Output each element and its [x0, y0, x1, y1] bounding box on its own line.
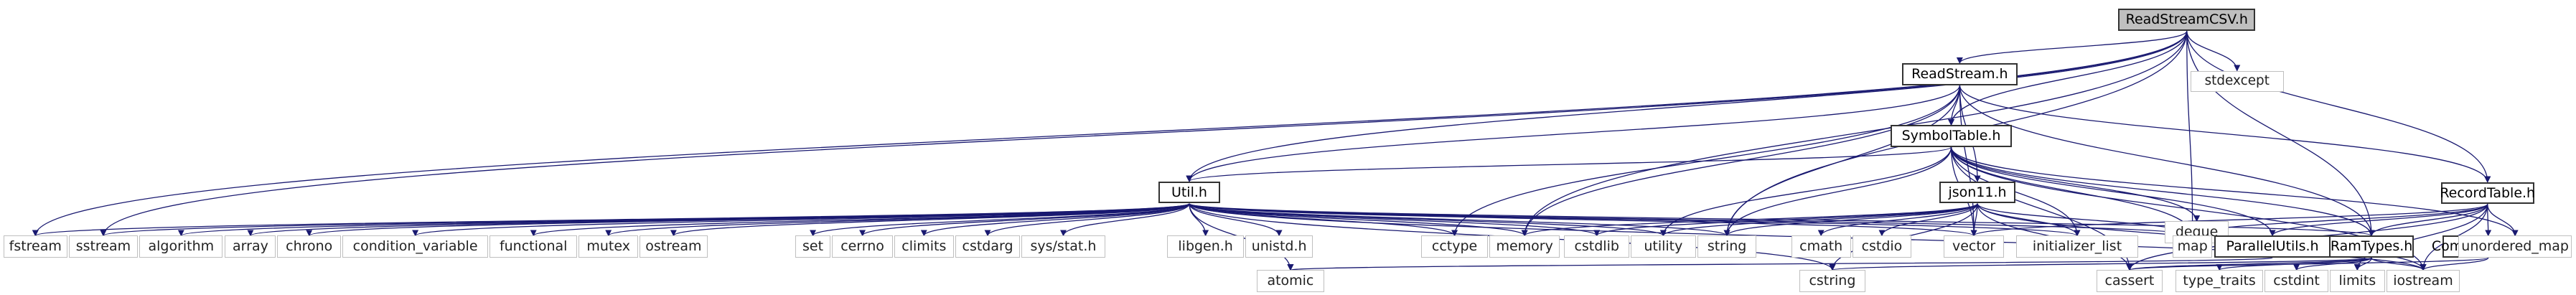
node-utility: utility: [1631, 235, 1696, 258]
node-readstream[interactable]: ReadStream.h: [1901, 63, 2018, 85]
edge-util-to-string: [1189, 202, 1730, 237]
edge-util-to-sysstat: [1060, 203, 1190, 237]
node-map: map: [2173, 235, 2213, 258]
node-json11[interactable]: json11.h: [1939, 181, 2016, 204]
edge-recordtable-to-paralleutils: [2269, 204, 2488, 237]
edge-readstreamcsv-to-memory: [1521, 31, 2188, 237]
edge-readstream-to-ramtypes: [1959, 85, 2375, 237]
edge-json11-to-utility: [1659, 202, 1978, 237]
node-cstdlib: cstdlib: [1564, 235, 1630, 258]
node-cerrno: cerrno: [832, 235, 893, 258]
node-cmath: cmath: [1791, 235, 1851, 258]
edge-readstreamcsv-to-symboltable: [1948, 31, 2188, 126]
edge-symboltable-to-unordered_map: [1950, 146, 2519, 237]
node-vector: vector: [1943, 235, 2005, 258]
edge-ramtypes-to-limits: [2353, 257, 2372, 271]
edge-readstreamcsv-to-recordtable: [2186, 31, 2491, 183]
node-paralleutils[interactable]: ParallelUtils.h: [2214, 235, 2331, 258]
edge-readstreamcsv-to-sstream: [100, 31, 2188, 237]
node-climits: climits: [894, 235, 954, 258]
node-cstdarg: cstdarg: [955, 235, 1021, 258]
edge-readstream-to-recordtable: [1959, 85, 2491, 183]
node-ramtypes[interactable]: RamTypes.h: [2328, 235, 2415, 258]
edge-compiledtuple-to-iostream: [2420, 257, 2489, 271]
node-stdexcept: stdexcept: [2190, 70, 2284, 93]
node-functional: functional: [490, 235, 578, 258]
edge-json11-to-vector: [1970, 203, 1978, 237]
node-libgen: libgen.h: [1167, 235, 1244, 258]
edge-readstreamcsv-to-readstream: [1956, 30, 2188, 65]
node-type-traits: type_traits: [2175, 270, 2264, 292]
edge-util-to-cstdarg: [984, 203, 1190, 237]
edge-recordtable-to-unordered_map: [2487, 204, 2519, 237]
node-sysstat: sys/stat.h: [1021, 235, 1105, 258]
node-set: set: [795, 235, 831, 258]
edge-util-to-ostream: [670, 202, 1190, 237]
edge-ramtypes-to-cstring: [1830, 257, 2372, 271]
edge-recordtable-to-vector: [1970, 203, 2488, 237]
node-sstream: sstream: [68, 235, 139, 258]
edge-util-to-condition_variable: [412, 202, 1190, 237]
edge-readstream-to-cctype: [1451, 85, 1961, 237]
edge-readstreamcsv-to-fstream: [32, 31, 2188, 237]
edge-paralleutils-to-atomic: [1288, 257, 2273, 271]
edge-readstreamcsv-to-map: [2186, 31, 2196, 237]
edge-json11-to-cstdio: [1878, 203, 1978, 237]
node-cstdint: cstdint: [2264, 270, 2328, 292]
edge-json11-to-cstdlib: [1593, 202, 1978, 237]
node-fstream: fstream: [3, 235, 67, 258]
node-chrono: chrono: [277, 235, 342, 258]
node-cctype: cctype: [1421, 235, 1488, 258]
edge-util-to-cerrno: [859, 202, 1190, 237]
node-atomic: atomic: [1256, 270, 1325, 292]
edge-readstream-to-string: [1723, 85, 1961, 237]
node-condition-variable: condition_variable: [342, 235, 489, 258]
edge-readstream-to-util: [1186, 85, 1961, 182]
node-iostream: iostream: [2386, 270, 2460, 292]
node-readstreamcsv: ReadStreamCSV.h: [2118, 9, 2256, 32]
edge-util-to-algorithm: [178, 202, 1190, 237]
node-limits: limits: [2329, 270, 2385, 292]
edge-readstreamcsv-to-ramtypes: [2186, 31, 2375, 237]
edge-json11-to-memory: [1521, 202, 1978, 237]
node-symboltable[interactable]: SymbolTable.h: [1890, 125, 2013, 147]
edge-json11-to-cmath: [1817, 203, 1978, 237]
node-string: string: [1697, 235, 1757, 258]
edge-compiledtuple-to-cassert: [2126, 257, 2489, 271]
edge-util-to-fstream: [32, 202, 1190, 237]
node-util[interactable]: Util.h: [1158, 181, 1221, 204]
node-cstring: cstring: [1799, 270, 1866, 292]
edge-json11-to-string: [1723, 202, 1978, 237]
node-memory: memory: [1489, 235, 1560, 258]
node-mutex: mutex: [579, 235, 639, 258]
node-cstdio: cstdio: [1852, 235, 1912, 258]
node-unordered-map: unordered_map: [2458, 235, 2572, 258]
edge-symboltable-to-paralleutils: [1950, 146, 2276, 237]
node-ostream: ostream: [640, 235, 708, 258]
node-cassert: cassert: [2096, 270, 2163, 292]
node-recordtable[interactable]: RecordTable.h: [2440, 182, 2535, 205]
node-initializer-list: initializer_list: [2016, 235, 2138, 258]
edge-ramtypes-to-iostream: [2371, 257, 2427, 271]
edge-util-to-climits: [920, 202, 1190, 237]
edge-readstreamcsv-to-stdexcept: [2186, 31, 2241, 72]
node-array: array: [225, 235, 276, 258]
node-algorithm: algorithm: [139, 235, 223, 258]
edge-util-to-array: [247, 202, 1190, 237]
edge-symboltable-to-util: [1186, 146, 1952, 182]
edge-util-to-unistd: [1189, 203, 1283, 237]
edge-util-to-memory: [1189, 202, 1528, 237]
node-unistd: unistd.h: [1245, 235, 1313, 258]
edge-readstreamcsv-to-util: [1186, 31, 2188, 182]
